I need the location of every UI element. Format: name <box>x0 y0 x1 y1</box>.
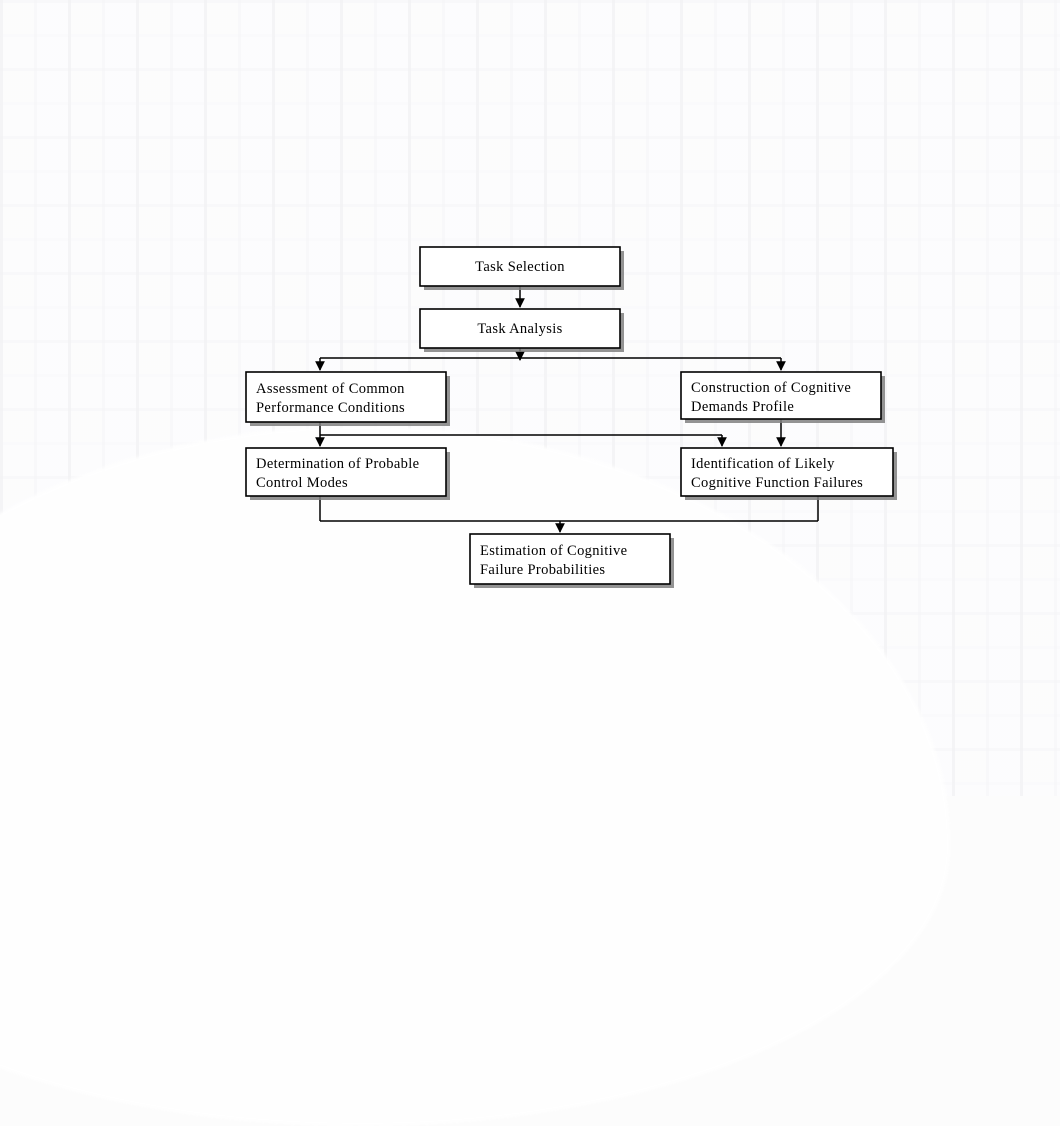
node-label-line-2: Cognitive Function Failures <box>691 475 863 491</box>
node-estimation-of-cognitive-failure-probabilities[interactable]: Estimation of Cognitive Failure Probabil… <box>469 533 674 588</box>
node-task-analysis[interactable]: Task Analysis <box>419 308 624 352</box>
node-label-line-2: Control Modes <box>256 475 348 491</box>
node-label-line-1: Identification of Likely <box>691 456 835 472</box>
node-task-selection[interactable]: Task Selection <box>419 246 624 290</box>
node-label-line-1: Task Analysis <box>477 321 562 337</box>
node-box <box>680 371 882 420</box>
node-label-line-1: Estimation of Cognitive <box>480 543 627 559</box>
connector-layer <box>315 286 819 533</box>
node-box <box>469 533 671 585</box>
node-box <box>680 447 894 497</box>
node-label-line-1: Task Selection <box>475 259 565 275</box>
node-box <box>419 246 621 287</box>
node-assessment-of-common-performance-conditions[interactable]: Assessment of Common Performance Conditi… <box>245 371 450 426</box>
flowchart-diagram: Task Selection Task Analysis Assessment … <box>245 246 897 588</box>
node-box <box>419 308 621 349</box>
node-determination-of-probable-control-modes[interactable]: Determination of Probable Control Modes <box>245 447 450 500</box>
node-label-line-2: Performance Conditions <box>256 400 405 416</box>
slide-canvas: Task Selection Task Analysis Assessment … <box>0 0 1060 796</box>
node-label-line-2: Failure Probabilities <box>480 562 605 578</box>
node-box <box>245 447 447 497</box>
node-label-line-1: Construction of Cognitive <box>691 380 851 396</box>
node-label-line-1: Determination of Probable <box>256 456 419 472</box>
node-construction-of-cognitive-demands-profile[interactable]: Construction of Cognitive Demands Profil… <box>680 371 885 423</box>
node-label-line-2: Demands Profile <box>691 399 794 415</box>
node-box <box>245 371 447 423</box>
node-label-line-1: Assessment of Common <box>256 381 405 397</box>
node-layer: Task Selection Task Analysis Assessment … <box>245 246 897 588</box>
node-identification-of-likely-cognitive-function-failures[interactable]: Identification of Likely Cognitive Funct… <box>680 447 897 500</box>
